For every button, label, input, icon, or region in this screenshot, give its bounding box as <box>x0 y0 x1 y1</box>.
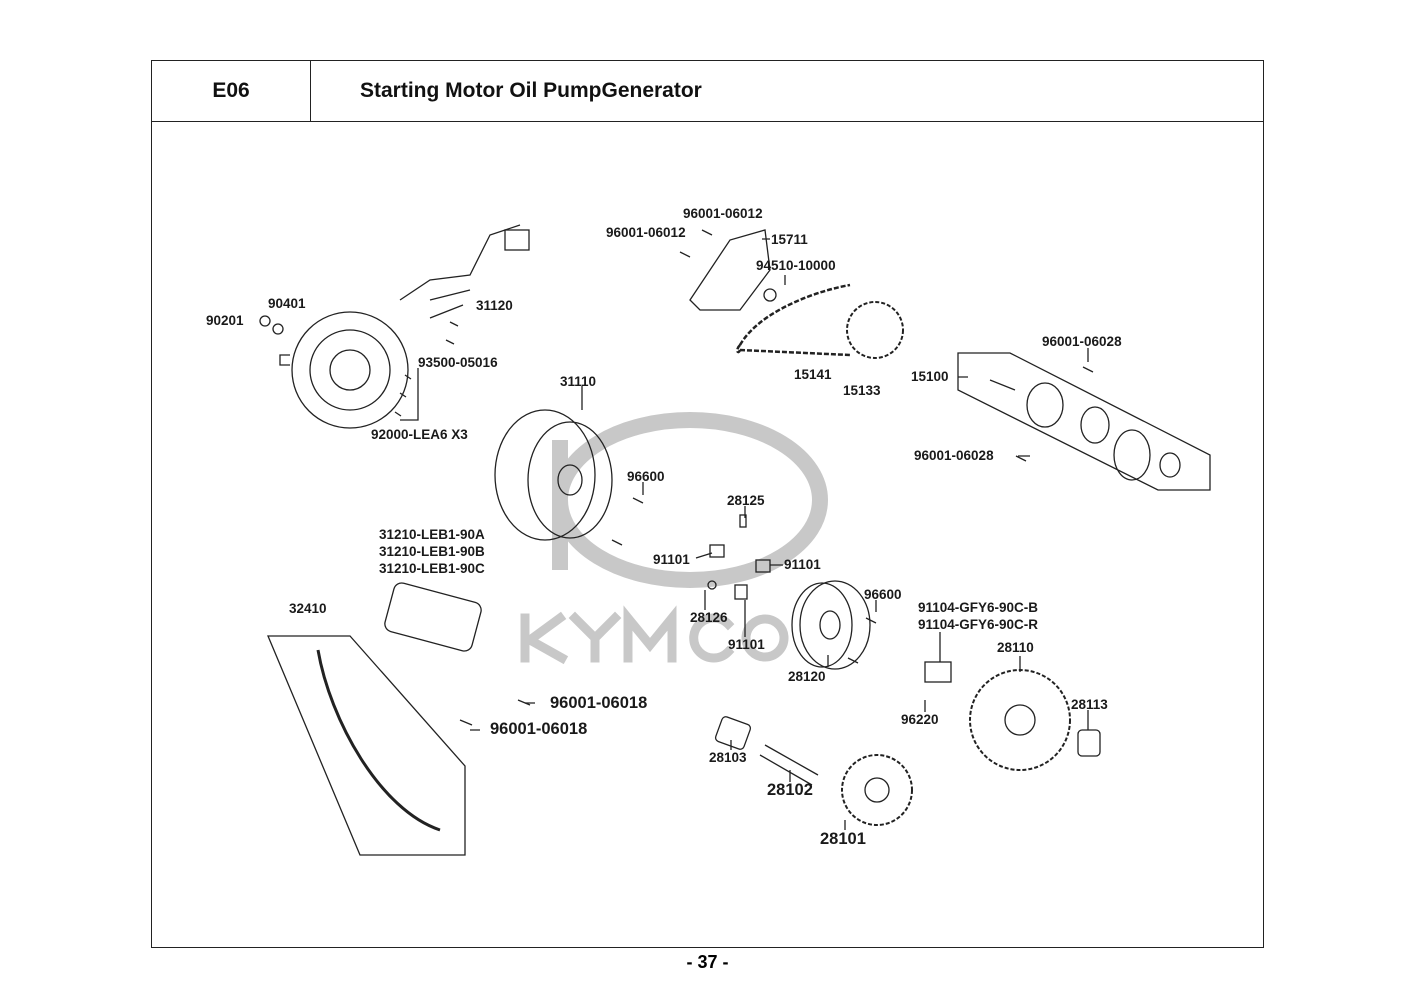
part-label: 92000-LEA6 X3 <box>371 427 468 442</box>
part-label: 96600 <box>627 469 665 484</box>
circlip <box>763 288 777 302</box>
part-label: 28110 <box>997 640 1034 655</box>
part-label: 96600 <box>864 587 902 602</box>
flywheel-rotor <box>494 409 613 541</box>
part-label: 31110 <box>560 374 597 389</box>
part-label: 93500-05016 <box>418 355 498 370</box>
starter-gears <box>714 669 1101 826</box>
starter-cable <box>316 649 441 832</box>
part-label: 15100 <box>911 369 949 384</box>
part-label: 91101 <box>784 557 821 572</box>
leader-lines <box>429 238 1089 830</box>
starter-cable-box <box>267 635 466 856</box>
part-label: 94510-10000 <box>756 258 836 273</box>
part-label: 90401 <box>268 296 306 311</box>
starter-motor <box>384 582 482 652</box>
part-label: 15141 <box>794 367 832 382</box>
part-label: 15711 <box>771 232 808 247</box>
bolts <box>394 229 1094 726</box>
starter-clutch <box>707 514 871 670</box>
diagram-frame <box>151 121 1264 948</box>
part-label: 91101 <box>653 552 690 567</box>
part-label: 28101 <box>820 830 866 848</box>
oil-pump-assembly-box <box>957 352 1211 491</box>
needle-bearing <box>924 661 952 683</box>
part-label: 96001-06018 <box>550 694 648 712</box>
part-label: 28102 <box>767 781 813 799</box>
part-label: 31210-LEB1-90C <box>379 561 485 576</box>
part-label: 28125 <box>727 493 765 508</box>
part-label: 28120 <box>788 669 826 684</box>
part-label: 31120 <box>476 298 513 313</box>
part-label: 15133 <box>843 383 881 398</box>
part-label: 91104-GFY6-90C-R <box>918 617 1039 632</box>
part-label: 31210-LEB1-90B <box>379 544 485 559</box>
oil-pump-chain <box>736 283 851 357</box>
part-label: 31210-LEB1-90A <box>379 527 485 542</box>
part-label: 96001-06012 <box>606 225 686 240</box>
part-label: 96220 <box>901 712 939 727</box>
part-label: 96001-06018 <box>490 720 588 738</box>
part-label: 96001-06028 <box>914 448 994 463</box>
part-label: 32410 <box>289 601 327 616</box>
part-label: 28103 <box>709 750 747 765</box>
part-label: 28113 <box>1071 697 1108 712</box>
part-label: 91104-GFY6-90C-B <box>918 600 1039 615</box>
chain-guide-cover <box>689 229 771 311</box>
kymco-watermark-logo <box>520 412 828 665</box>
part-label: 96001-06028 <box>1042 334 1122 349</box>
pump-sprocket <box>846 301 904 359</box>
part-label: 91101 <box>728 637 765 652</box>
part-label: 90201 <box>206 313 244 328</box>
oil-pump-parts <box>989 379 1181 481</box>
part-label: 28126 <box>690 610 728 625</box>
part-label: 96001-06012 <box>683 206 763 221</box>
page-number: - 37 - <box>686 952 729 972</box>
stator-coil <box>259 224 530 429</box>
